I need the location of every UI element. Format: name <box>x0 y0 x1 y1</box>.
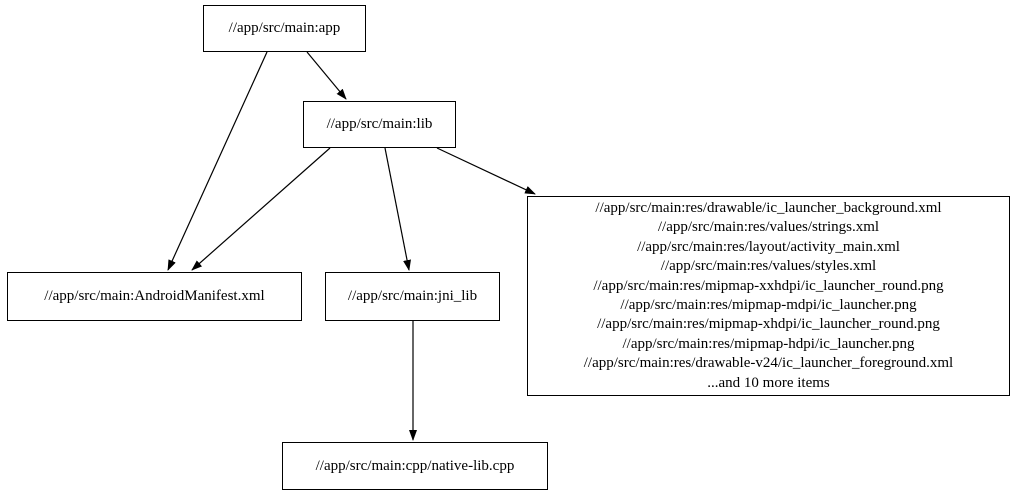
node-android-manifest: //app/src/main:AndroidManifest.xml <box>7 272 302 321</box>
edge-lib-to-jni-lib <box>384 147 411 271</box>
edge-app-to-lib <box>306 51 347 100</box>
edge-lib-to-manifest <box>191 147 331 271</box>
edge-lib-to-res <box>436 147 536 195</box>
res-file-line: //app/src/main:res/mipmap-hdpi/ic_launch… <box>622 335 915 352</box>
node-app: //app/src/main:app <box>203 5 366 52</box>
res-file-line: //app/src/main:res/mipmap-xhdpi/ic_launc… <box>597 316 940 333</box>
node-jni-lib-label: //app/src/main:jni_lib <box>347 288 478 304</box>
node-jni-lib: //app/src/main:jni_lib <box>325 272 500 321</box>
node-res-filegroup: //app/src/main:res/drawable/ic_launcher_… <box>527 196 1010 396</box>
node-lib: //app/src/main:lib <box>303 101 456 148</box>
node-android-manifest-label: //app/src/main:AndroidManifest.xml <box>44 288 265 304</box>
res-file-line: //app/src/main:res/values/strings.xml <box>657 219 880 236</box>
res-file-line: //app/src/main:res/drawable/ic_launcher_… <box>595 199 942 216</box>
res-file-line: //app/src/main:res/values/styles.xml <box>660 258 877 275</box>
res-file-line: //app/src/main:res/mipmap-mdpi/ic_launch… <box>620 297 917 313</box>
res-file-line: //app/src/main:res/drawable-v24/ic_launc… <box>583 355 954 372</box>
edge-app-to-manifest <box>167 51 268 271</box>
res-file-line: //app/src/main:res/layout/activity_main.… <box>637 238 900 255</box>
node-app-label: //app/src/main:app <box>228 20 341 36</box>
node-native-lib-cpp-label: //app/src/main:cpp/native-lib.cpp <box>315 457 515 474</box>
node-native-lib-cpp: //app/src/main:cpp/native-lib.cpp <box>282 442 548 490</box>
res-file-line: //app/src/main:res/mipmap-xxhdpi/ic_laun… <box>593 277 944 294</box>
res-more-items-line: ...and 10 more items <box>707 374 830 391</box>
node-lib-label: //app/src/main:lib <box>326 116 433 132</box>
